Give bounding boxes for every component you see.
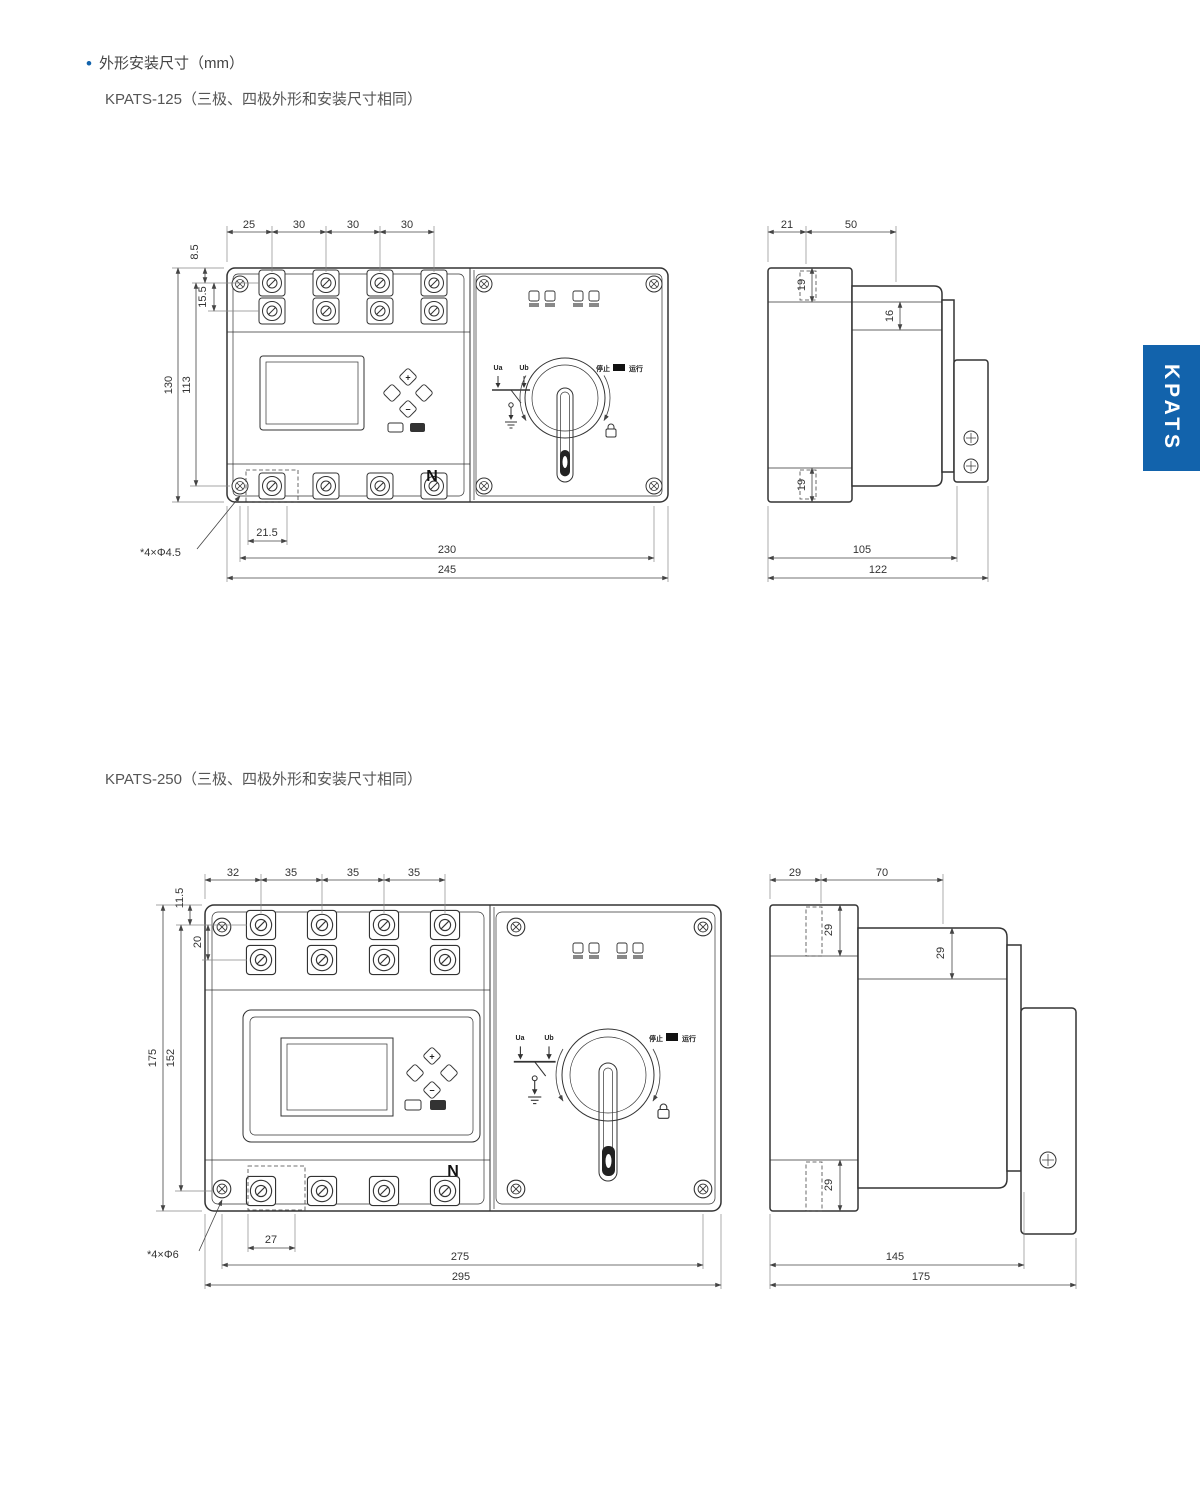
ub-label: Ub [544, 1035, 553, 1042]
mounting-detail-dashed [245, 469, 299, 503]
hole-note-250: *4×Φ6 [147, 1249, 179, 1261]
dim-245: 245 [438, 564, 456, 576]
run-label: 运行 [682, 1034, 696, 1043]
kpats125-front-dimensions: 25 30 30 30 8.5 15.5 130 113 [140, 219, 669, 582]
dim-35b: 35 [347, 867, 359, 879]
dim-30c: 30 [401, 219, 413, 231]
dim-25: 25 [243, 219, 255, 231]
drawing-title-kpats250: KPATS-250（三极、四极外形和安装尺寸相同） [105, 771, 422, 788]
dim-105: 105 [853, 544, 871, 556]
dim-16: 16 [884, 310, 896, 322]
plus-key: + [405, 373, 410, 383]
dim-70: 70 [876, 867, 888, 879]
dim-29-a: 29 [789, 867, 801, 879]
rotary-handle [519, 357, 611, 483]
bullet-icon: • [86, 54, 92, 73]
ua-label: Ua [516, 1035, 525, 1042]
dim-29-d: 29 [823, 1179, 835, 1191]
drawing-title-kpats125: KPATS-125（三极、四极外形和安装尺寸相同） [105, 91, 422, 108]
dim-29-b: 29 [823, 924, 835, 936]
din-clip-screws [963, 430, 979, 474]
keypad: + − [404, 1046, 459, 1111]
lcd-display [242, 1009, 481, 1143]
stop-label: 停止 [596, 364, 610, 373]
dim-21: 21 [781, 219, 793, 231]
mounting-detail-dashed [247, 1165, 306, 1211]
dim-30a: 30 [293, 219, 305, 231]
ua-label: Ua [494, 365, 503, 372]
run-label: 运行 [629, 364, 643, 373]
plus-key: + [429, 1052, 434, 1062]
dim-15-5: 15.5 [197, 286, 209, 307]
kpats250-front-view: + − Ua Ub [204, 904, 722, 1212]
kpats125-side-dimensions: 21 50 19 16 19 105 122 [767, 219, 989, 582]
side-tab: KPATS [1143, 345, 1200, 471]
dim-19-bottom: 19 [796, 479, 808, 491]
section-title-text: 外形安装尺寸（mm） [98, 55, 244, 72]
run-stop-switch: 停止 运行 [649, 1033, 696, 1043]
run-stop-switch: 停止 运行 [596, 364, 643, 373]
dim-275: 275 [451, 1251, 469, 1263]
dim-145: 145 [886, 1251, 904, 1263]
section-title: • 外形安装尺寸（mm） [86, 52, 244, 74]
dim-21-5: 21.5 [256, 527, 277, 539]
din-clip-screw [1039, 1151, 1057, 1169]
dim-19-top: 19 [796, 279, 808, 291]
minus-key: − [405, 405, 410, 415]
kpats250-side-view [769, 904, 1077, 1235]
dim-175-side: 175 [912, 1271, 930, 1283]
kpats125-side-view [767, 267, 989, 503]
rotary-handle [555, 1028, 661, 1182]
dim-113: 113 [181, 376, 193, 394]
dim-175: 175 [147, 1049, 159, 1067]
lcd-display [259, 355, 365, 431]
dim-29-c: 29 [935, 947, 947, 959]
neutral-pole-label: N [447, 1163, 459, 1180]
mimic-diagram: Ua Ub [512, 1035, 557, 1105]
dim-27: 27 [265, 1234, 277, 1246]
kpats125-front-view: + − Ua Ub [226, 267, 669, 503]
neutral-pole-label: N [426, 468, 438, 485]
dim-35a: 35 [285, 867, 297, 879]
dim-35c: 35 [408, 867, 420, 879]
ub-label: Ub [519, 365, 528, 372]
hole-note-125: *4×Φ4.5 [140, 547, 181, 559]
dim-30b: 30 [347, 219, 359, 231]
dim-32: 32 [227, 867, 239, 879]
minus-key: − [429, 1086, 434, 1096]
dim-122: 122 [869, 564, 887, 576]
dim-152: 152 [165, 1049, 177, 1067]
stop-label: 停止 [649, 1034, 663, 1043]
keypad: + − [382, 367, 434, 433]
dim-8-5: 8.5 [189, 244, 201, 259]
mimic-diagram: Ua Ub [491, 365, 531, 429]
dim-295: 295 [452, 1271, 470, 1283]
dim-20: 20 [192, 936, 204, 948]
kpats250-front-dimensions: 32 35 35 35 11.5 20 175 152 [147, 867, 722, 1289]
dim-50: 50 [845, 219, 857, 231]
kpats250-side-dimensions: 29 70 29 29 29 145 175 [769, 867, 1077, 1289]
dim-11-5: 11.5 [174, 888, 186, 909]
dim-230: 230 [438, 544, 456, 556]
dim-130: 130 [163, 376, 175, 394]
